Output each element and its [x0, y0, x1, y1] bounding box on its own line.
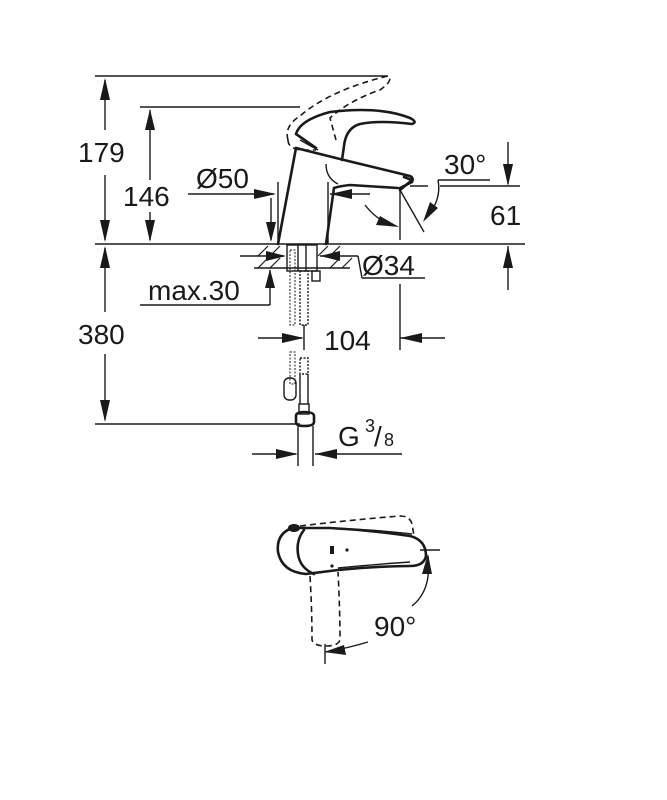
dim-380-label: 380: [78, 319, 125, 350]
dimension-thread-g38: G 3 / 8: [252, 416, 402, 459]
deck-section: [254, 245, 353, 269]
dimension-179: 179: [78, 78, 125, 242]
faucet-body: [276, 108, 416, 246]
dim-104-label: 104: [324, 325, 371, 356]
dim-90-label: 90°: [374, 611, 416, 642]
dim-146-label: 146: [123, 181, 170, 212]
lever-raised-outline: [286, 75, 391, 151]
dim-179-label: 179: [78, 137, 125, 168]
dimension-max-30: max.30: [140, 269, 275, 306]
dim-thread-slash: /: [374, 421, 382, 452]
dim-d34-label: Ø34: [362, 250, 415, 281]
dimension-146: 146: [123, 109, 170, 242]
dimension-61: 61: [490, 142, 521, 290]
dim-61-label: 61: [490, 200, 521, 231]
reference-lines: [95, 75, 525, 425]
dim-g-label: G: [338, 421, 360, 452]
mounting-assembly: [286, 244, 321, 326]
dim-thread-denominator: 8: [384, 430, 394, 450]
dim-d50-label: Ø50: [196, 163, 249, 194]
dimension-angle-90: 90°: [324, 549, 440, 664]
dim-thread-numerator: 3: [365, 416, 375, 436]
top-view-lever: [276, 524, 428, 576]
hose-lower: [283, 351, 316, 466]
dimension-diameter-50: Ø50: [188, 163, 370, 244]
dim-30-label: 30°: [444, 149, 486, 180]
top-view-lever-rotated: [299, 515, 415, 647]
dimension-angle-30: 30°: [364, 149, 520, 240]
dimension-diameter-34: Ø34: [240, 250, 425, 281]
dim-max30-label: max.30: [148, 275, 240, 306]
dimension-380: 380: [78, 246, 125, 422]
dimension-104: 104: [258, 284, 445, 356]
